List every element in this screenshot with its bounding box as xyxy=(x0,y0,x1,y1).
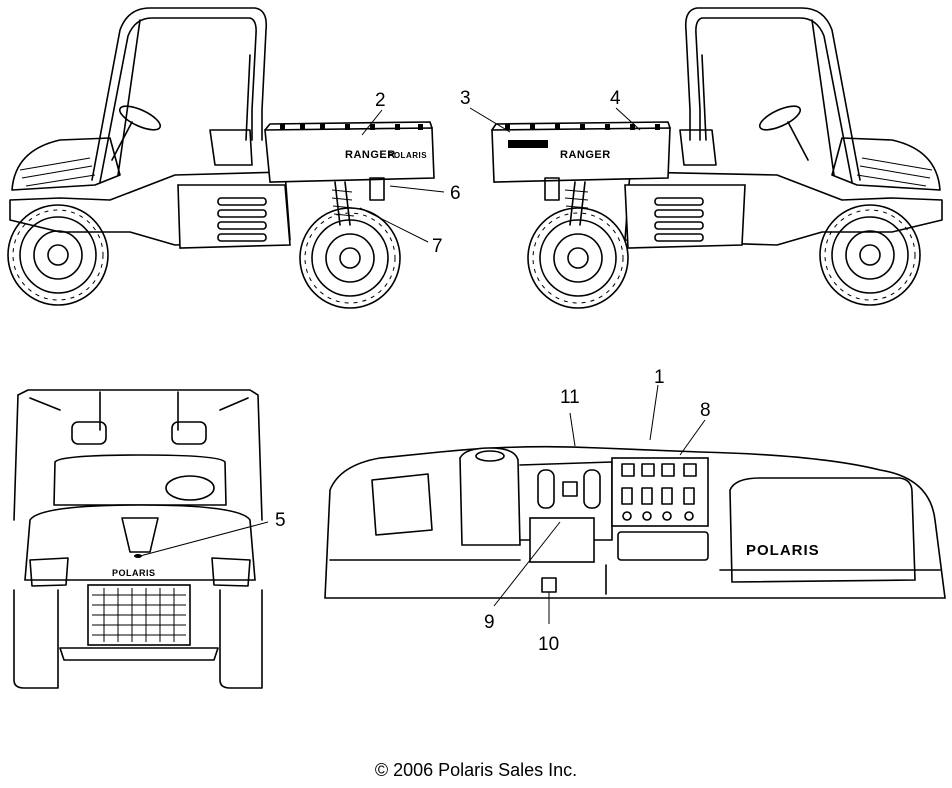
callout-4: 4 xyxy=(610,88,621,109)
callout-leaders xyxy=(139,107,706,624)
cargo-tiedown-row-right xyxy=(505,124,660,130)
decal-9-panel xyxy=(529,517,595,563)
polaris-decal-front: POLARIS xyxy=(112,568,156,578)
switch-panel xyxy=(611,457,709,527)
ranger-decal-left: RANGER xyxy=(345,149,396,161)
callout-5: 5 xyxy=(275,510,286,531)
switch-panel-switches xyxy=(621,463,697,521)
rear-wheel-left-view xyxy=(299,207,401,309)
front-wheel-right-view xyxy=(819,204,921,306)
callout-3: 3 xyxy=(460,88,471,109)
vehicle-front-view: POLARIS xyxy=(13,389,263,689)
side-panel-slots-right xyxy=(654,197,704,242)
polaris-decal-dash: POLARIS xyxy=(746,542,820,559)
callout-8: 8 xyxy=(700,400,711,421)
callout-2: 2 xyxy=(375,90,386,111)
ranger-decal-right: RANGER xyxy=(560,149,611,161)
dashboard-view: POLARIS xyxy=(324,445,946,599)
cargo-tiedown-row xyxy=(280,124,423,130)
vehicle-left-side-view: RANGER POLARIS xyxy=(7,7,435,309)
side-panel-slots xyxy=(217,197,267,242)
callout-11: 11 xyxy=(560,387,580,408)
polaris-decal-left: POLARIS xyxy=(388,151,427,160)
callout-7: 7 xyxy=(432,236,443,257)
callout-6: 6 xyxy=(450,183,461,204)
copyright-footer: © 2006 Polaris Sales Inc. xyxy=(374,760,578,780)
callout-9: 9 xyxy=(484,612,495,633)
callout-1: 1 xyxy=(654,367,665,388)
front-wheel-left-view xyxy=(7,204,109,306)
rear-wheel-right-view xyxy=(527,207,629,309)
callout-10: 10 xyxy=(538,634,559,655)
front-grille xyxy=(92,588,186,642)
vehicle-right-side-view: RANGER xyxy=(491,7,943,309)
cargo-box-decal-black xyxy=(508,140,548,148)
